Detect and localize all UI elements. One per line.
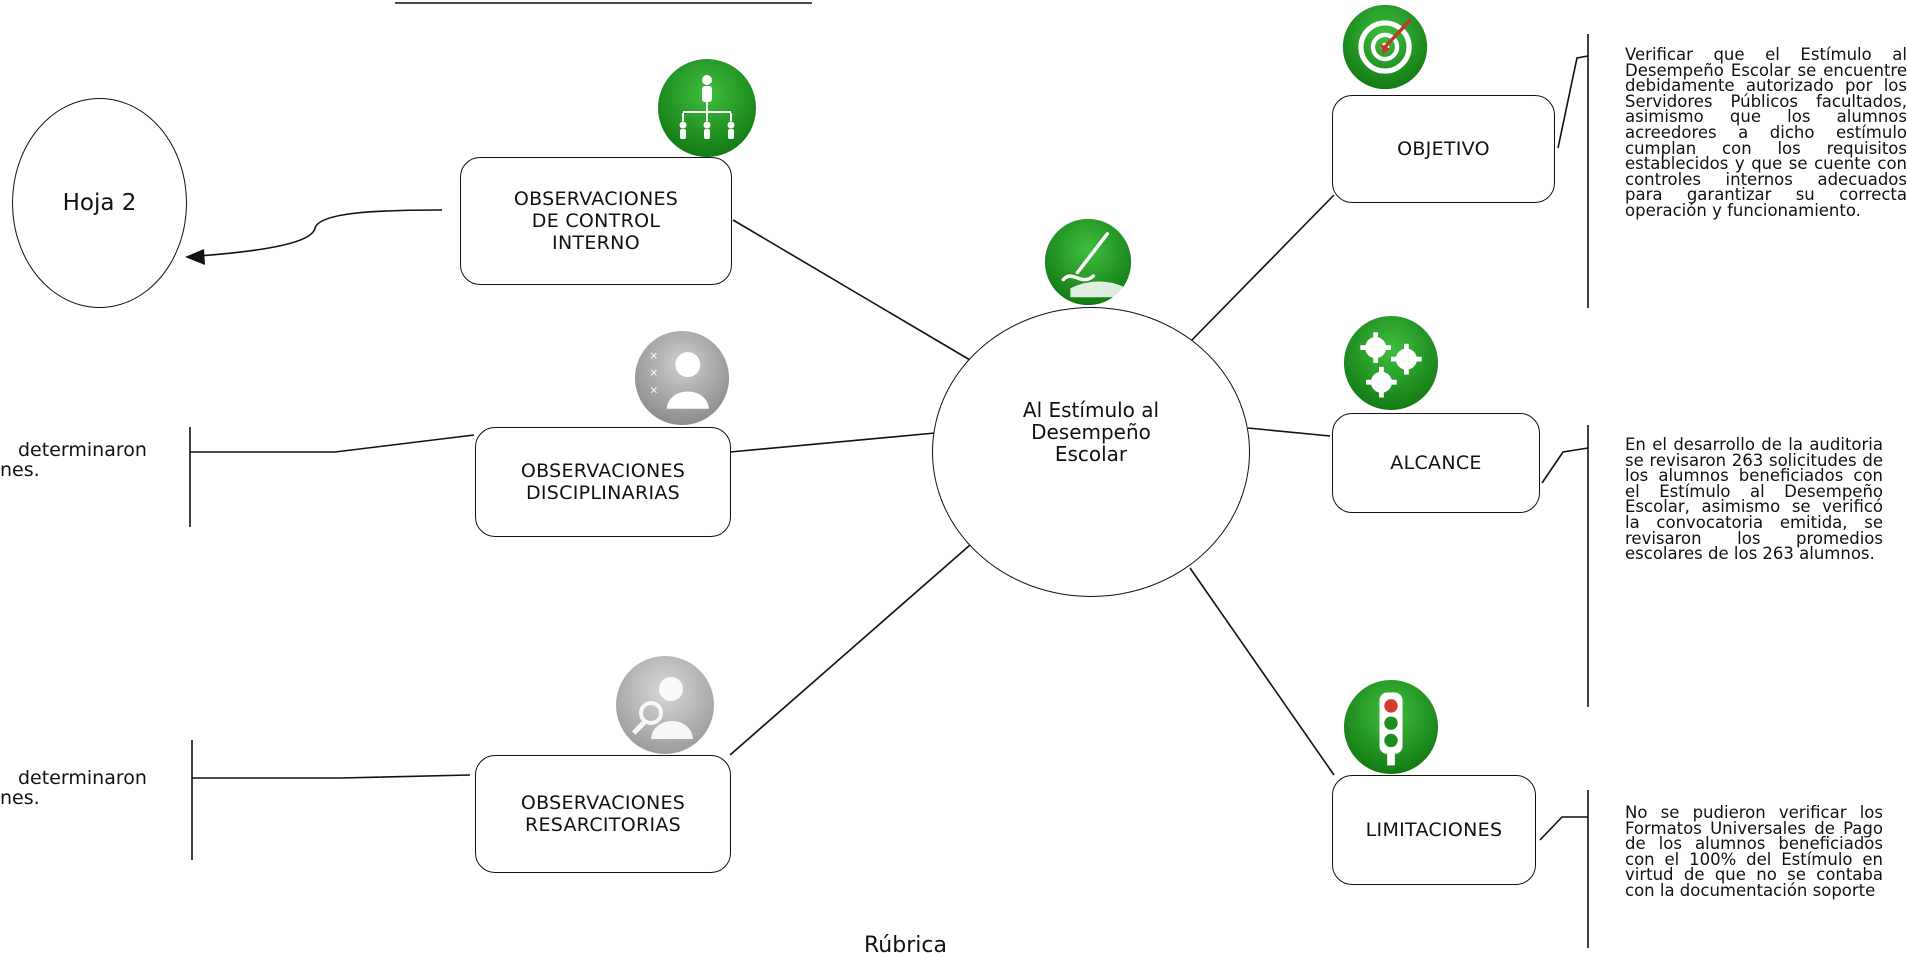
svg-text:×: ×: [649, 350, 658, 362]
central-topic-label: Al Estímulo al Desempeño Escolar: [1022, 398, 1160, 466]
footer-rubrica: Rúbrica: [864, 933, 947, 958]
limitaciones-note: No se pudieron verificar los Formatos Un…: [1625, 805, 1883, 900]
central-topic-node: Al Estímulo al Desempeño Escolar: [932, 307, 1250, 597]
magnifier-person-icon: [614, 655, 716, 755]
gears-icon: [1342, 315, 1440, 411]
objetivo-label: OBJETIVO: [1397, 138, 1490, 160]
svg-text:×: ×: [649, 367, 658, 379]
org-chart-icon: [657, 58, 757, 158]
traffic-light-icon: [1342, 679, 1440, 775]
objetivo-note: Verificar que el Estímulo al Desempeño E…: [1625, 45, 1907, 220]
alcance-note: En el desarrollo de la auditoria se revi…: [1625, 435, 1883, 564]
hand-writing-icon: [1044, 218, 1132, 306]
hoja-2-label: Hoja 2: [62, 190, 137, 216]
alcance-node: ALCANCE: [1332, 413, 1540, 513]
control-interno-node: OBSERVACIONES DE CONTROL INTERNO: [460, 157, 732, 285]
resarcitorias-label: OBSERVACIONES RESARCITORIAS: [520, 792, 686, 836]
disciplinarias-node: OBSERVACIONES DISCIPLINARIAS: [475, 427, 731, 537]
resarcitorias-node: OBSERVACIONES RESARCITORIAS: [475, 755, 731, 873]
svg-text:×: ×: [649, 384, 658, 396]
alcance-label: ALCANCE: [1390, 452, 1482, 474]
limitaciones-label: LIMITACIONES: [1365, 819, 1503, 841]
target-icon: [1340, 4, 1430, 90]
person-checklist-icon: × × ×: [633, 330, 731, 426]
objetivo-node: OBJETIVO: [1332, 95, 1555, 203]
hoja-2-node: Hoja 2: [12, 98, 187, 308]
disciplinarias-label: OBSERVACIONES DISCIPLINARIAS: [520, 460, 686, 504]
limitaciones-node: LIMITACIONES: [1332, 775, 1536, 885]
control-interno-label: OBSERVACIONES DE CONTROL INTERNO: [513, 188, 679, 254]
